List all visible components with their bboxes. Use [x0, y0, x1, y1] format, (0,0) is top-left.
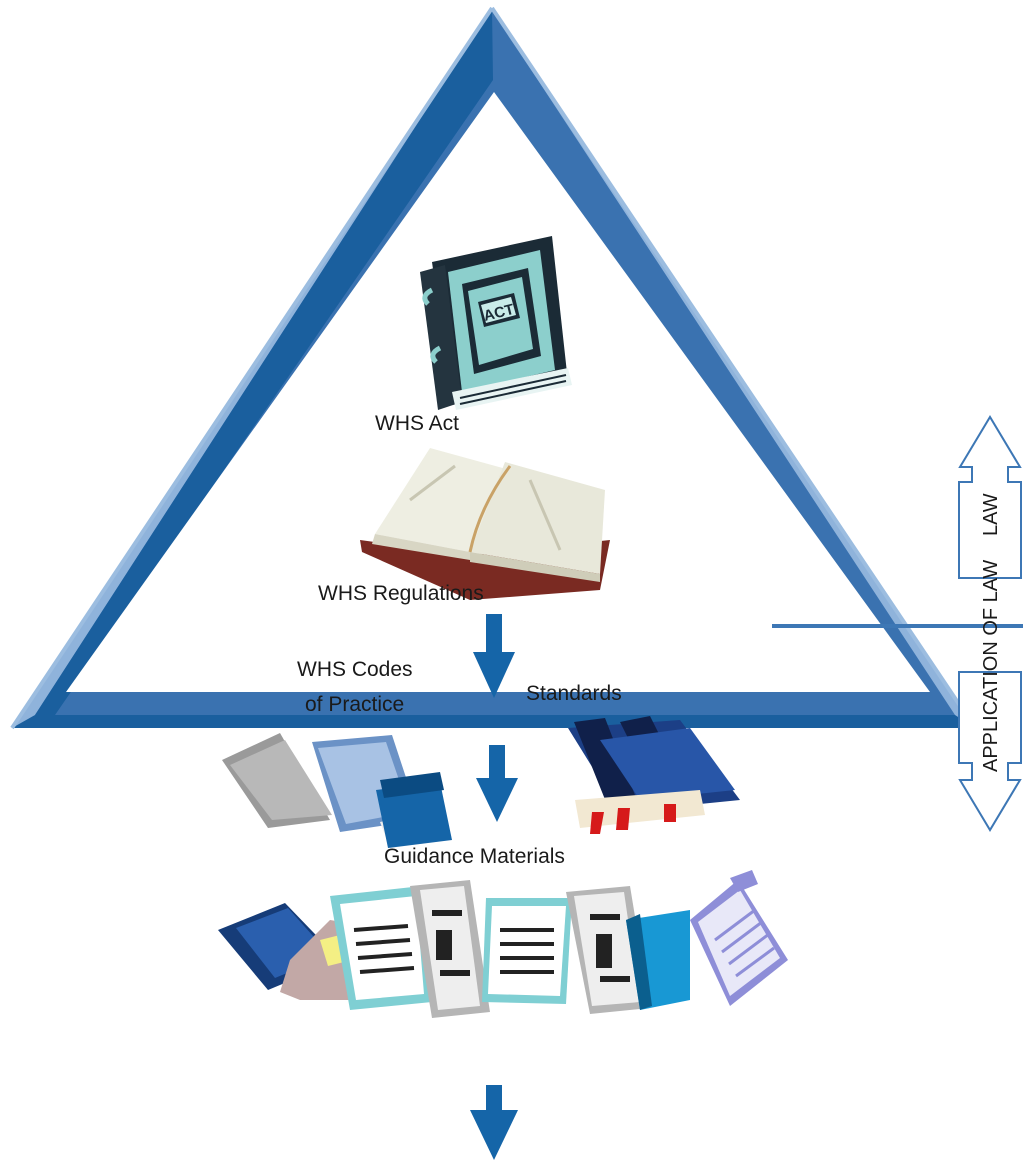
whs-act-label: WHS Act	[375, 412, 459, 435]
down-arrow-bottom	[470, 1085, 518, 1160]
law-up-arrow: LAW	[958, 415, 1022, 579]
down-arrow-regulations	[473, 614, 515, 698]
application-of-law-label: APPLICATION OF LAW	[980, 560, 1002, 772]
act-book-icon: ACT	[420, 236, 572, 410]
codes-of-practice-books-icon	[222, 733, 452, 848]
codes-of-practice-label-line1: WHS Codes	[297, 658, 413, 681]
guidance-materials-icons	[218, 870, 788, 1018]
whs-regulations-label: WHS Regulations	[318, 582, 484, 605]
svg-text:ACT: ACT	[482, 301, 516, 325]
codes-of-practice-label-line2: of Practice	[305, 693, 404, 716]
guidance-materials-label: Guidance Materials	[384, 845, 565, 868]
law-label: LAW	[980, 493, 1002, 536]
standards-books-icon	[568, 716, 740, 834]
standards-label: Standards	[526, 682, 622, 705]
application-down-arrow: APPLICATION OF LAW	[958, 560, 1022, 832]
down-arrow-codes	[476, 745, 518, 822]
regulations-open-book-icon	[360, 448, 610, 600]
